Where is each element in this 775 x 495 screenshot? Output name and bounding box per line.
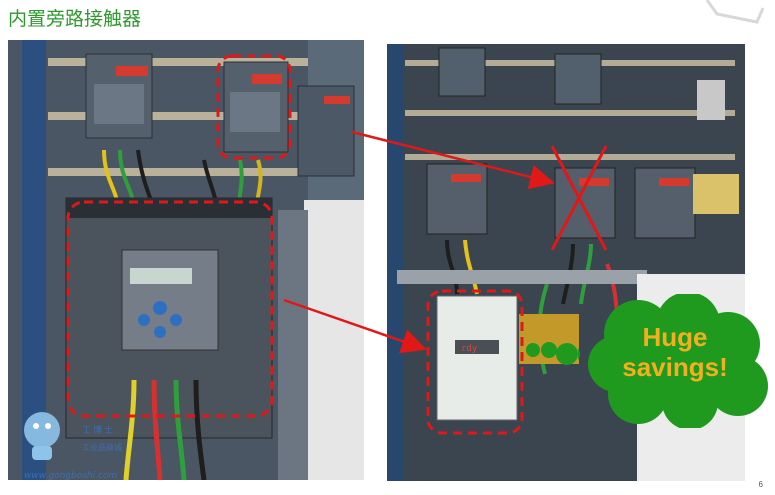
page-number: 6 <box>758 480 763 489</box>
contactor <box>297 85 355 177</box>
watermark-subtitle: 工业品商城 <box>82 443 122 452</box>
contactor <box>426 163 488 235</box>
contactor <box>85 53 153 139</box>
watermark-name: 工博士 <box>82 426 116 436</box>
callout-line-1: Huge <box>642 322 708 352</box>
callout-tail-dots <box>526 342 578 365</box>
savings-callout-bubble <box>578 294 768 428</box>
bypass-contactor <box>223 61 289 153</box>
watermark-logo <box>24 412 60 460</box>
savings-callout-text: Huge savings! <box>590 322 760 382</box>
slide-title: 内置旁路接触器 <box>8 8 142 30</box>
svg-text:rdy: rdy <box>461 344 478 354</box>
callout-line-2: savings! <box>622 352 728 382</box>
removed-bypass-contactor <box>554 167 616 239</box>
contactor <box>634 167 696 239</box>
corner-decoration <box>705 0 765 24</box>
watermark-url: www.gongboshi.com <box>24 471 118 481</box>
